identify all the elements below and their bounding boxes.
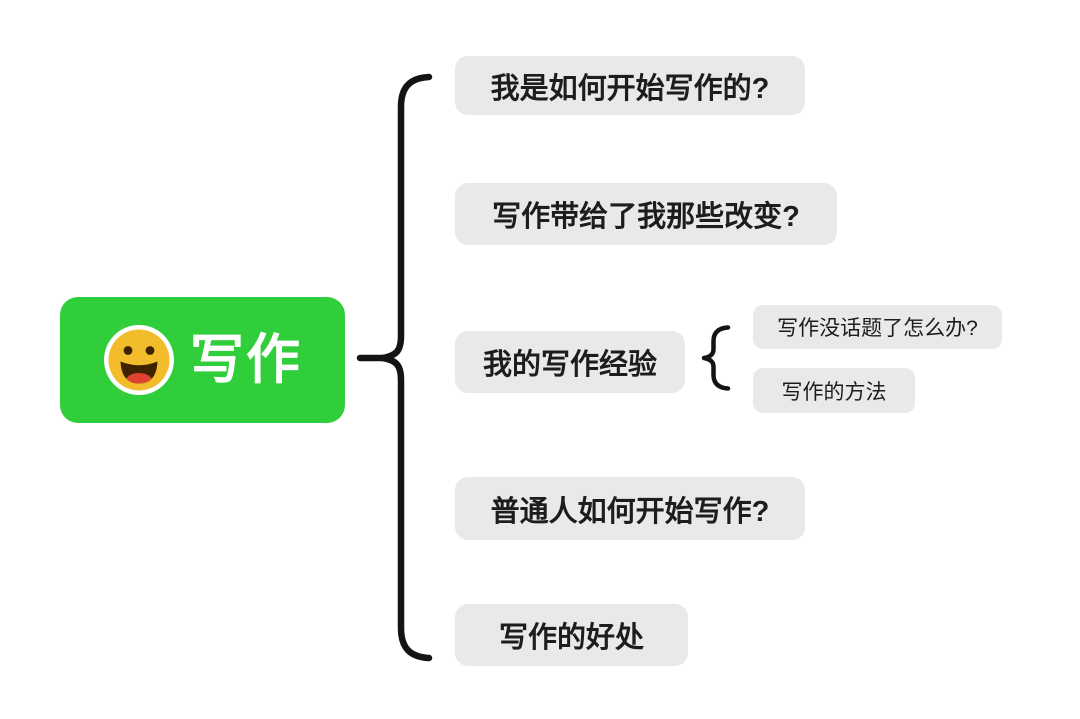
node-branch-changes-writing-brought[interactable]: 写作带给了我那些改变? bbox=[455, 183, 837, 245]
branch-label: 我的写作经验 bbox=[482, 349, 657, 381]
node-subtopic-no-topic-what-to-do[interactable]: 写作没话题了怎么办? bbox=[753, 305, 1002, 349]
node-branch-my-writing-experience[interactable]: 我的写作经验 bbox=[455, 331, 685, 393]
node-root[interactable]: 写作 bbox=[60, 297, 345, 423]
root-node-label: 写作 bbox=[190, 330, 302, 390]
node-subtopic-writing-methods[interactable]: 写作的方法 bbox=[753, 368, 915, 413]
branch-label: 写作带给了我那些改变? bbox=[492, 201, 800, 233]
subtopic-label: 写作没话题了怎么办? bbox=[777, 317, 978, 340]
node-branch-benefits-of-writing[interactable]: 写作的好处 bbox=[455, 604, 688, 666]
main-brace-connector bbox=[379, 73, 433, 662]
sub-brace-connector bbox=[701, 325, 731, 391]
grinning-face-emoji-icon bbox=[103, 324, 175, 396]
subtopic-label: 写作的方法 bbox=[781, 380, 887, 404]
branch-label: 我是如何开始写作的? bbox=[490, 72, 770, 105]
node-branch-how-ordinary-people-start[interactable]: 普通人如何开始写作? bbox=[455, 477, 805, 540]
branch-label: 普通人如何开始写作? bbox=[490, 495, 770, 528]
branch-label: 写作的好处 bbox=[498, 622, 644, 654]
node-branch-how-i-started[interactable]: 我是如何开始写作的? bbox=[455, 56, 805, 115]
